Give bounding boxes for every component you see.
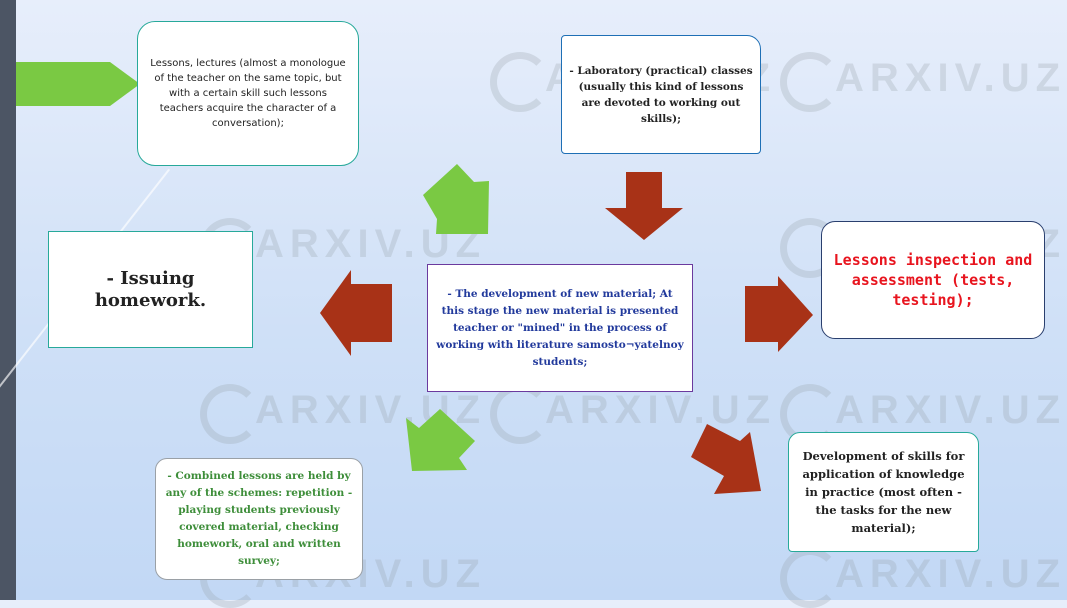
green-pennant-shape xyxy=(16,62,140,106)
laboratory-text: - Laboratory (practical) classes (usuall… xyxy=(569,64,753,125)
inspection-box: Lessons inspection and assessment (tests… xyxy=(821,221,1045,339)
watermark-logo-icon xyxy=(490,52,550,112)
skills-text: Development of skills for application of… xyxy=(802,449,965,535)
red-arrow-down-icon xyxy=(605,172,683,240)
center-box: - The development of new material; At th… xyxy=(427,264,693,392)
watermark: ARXIV.UZ xyxy=(835,56,1067,100)
lectures-text: Lessons, lectures (almost a monologue of… xyxy=(150,58,346,129)
watermark-logo-icon xyxy=(200,384,260,444)
combined-lessons-text: - Combined lessons are held by any of th… xyxy=(165,470,353,567)
green-arrow-down-left-icon xyxy=(406,409,475,471)
inspection-text: Lessons inspection and assessment (tests… xyxy=(833,251,1033,309)
green-arrow-down-right-icon xyxy=(423,164,489,234)
homework-box: - Issuing homework. xyxy=(48,231,253,348)
red-arrow-left-icon xyxy=(320,270,392,356)
laboratory-box: - Laboratory (practical) classes (usuall… xyxy=(561,35,761,154)
homework-text: - Issuing homework. xyxy=(94,267,207,311)
lectures-box: Lessons, lectures (almost a monologue of… xyxy=(137,21,359,166)
watermark: ARXIV.UZ xyxy=(545,388,777,432)
watermark-logo-icon xyxy=(780,218,840,278)
skills-box: Development of skills for application of… xyxy=(788,432,979,552)
watermark: ARXIV.UZ xyxy=(835,388,1067,432)
watermark: ARXIV.UZ xyxy=(835,552,1067,596)
combined-lessons-box: - Combined lessons are held by any of th… xyxy=(155,458,363,580)
red-arrow-right-icon xyxy=(745,276,813,352)
red-arrow-down-right-icon xyxy=(691,424,761,494)
center-text: - The development of new material; At th… xyxy=(436,287,684,368)
watermark-logo-icon xyxy=(780,52,840,112)
left-sidebar-strip xyxy=(0,0,16,600)
